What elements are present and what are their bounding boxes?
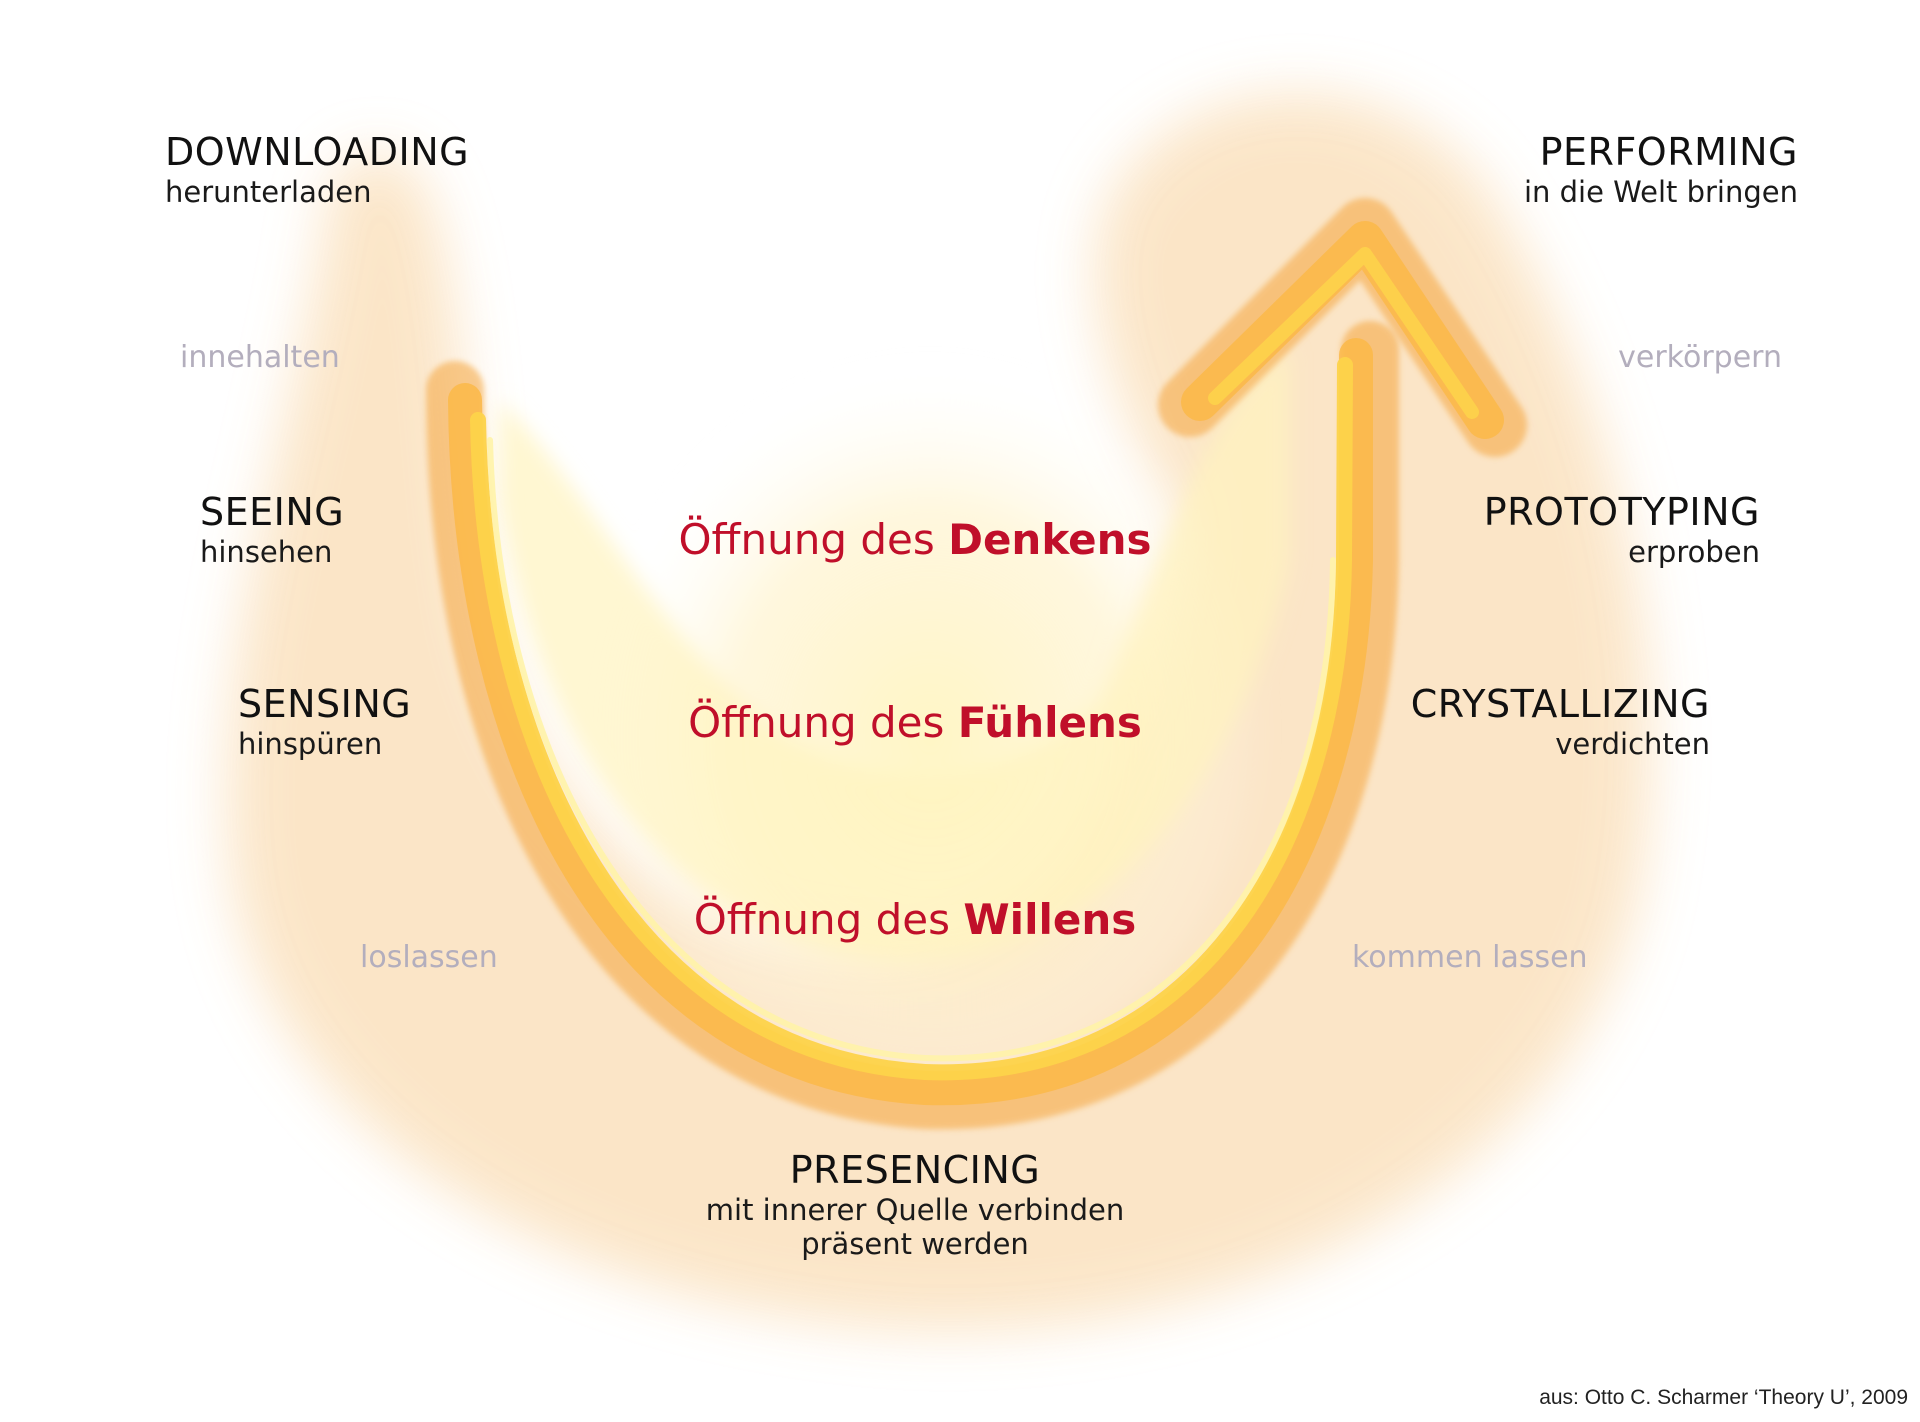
opening-prefix: Öffnung des <box>688 698 958 747</box>
opening-emphasis: Denkens <box>948 515 1152 564</box>
stage-seeing: SEEING hinsehen <box>200 490 344 569</box>
stage-sensing: SENSING hinspüren <box>238 682 411 761</box>
stage-downloading: DOWNLOADING herunterladen <box>165 130 469 209</box>
stage-crystallizing: CRYSTALLIZING verdichten <box>1411 682 1710 761</box>
stage-title: SENSING <box>238 682 412 726</box>
source-citation: aus: Otto C. Scharmer ‘Theory U’, 2009 <box>1539 1386 1908 1409</box>
stage-title: PROTOTYPING <box>1483 490 1760 534</box>
opening-prefix: Öffnung des <box>693 895 964 944</box>
stage-subtitle: hinsehen <box>200 534 333 569</box>
stage-presencing: PRESENCING mit innerer Quelle verbinden … <box>615 1148 1215 1261</box>
background-wash <box>227 93 1651 1331</box>
opening-wille: Öffnung des Willens <box>615 895 1215 944</box>
opening-emphasis: Willens <box>963 895 1137 944</box>
opening-denken: Öffnung des Denkens <box>615 515 1215 564</box>
stage-title: DOWNLOADING <box>165 130 470 174</box>
opening-fuehlen: Öffnung des Fühlens <box>615 698 1215 747</box>
transition-kommen-lassen: kommen lassen <box>1352 940 1588 975</box>
u-stroke <box>426 321 1399 1130</box>
stage-title: CRYSTALLIZING <box>1410 682 1710 726</box>
stage-subtitle-2: präsent werden <box>801 1227 1029 1262</box>
stage-subtitle: erproben <box>1628 534 1760 569</box>
transition-innehalten: innehalten <box>180 340 340 375</box>
stage-title: SEEING <box>200 490 345 534</box>
transition-verkoerpern: verkörpern <box>1618 340 1782 375</box>
opening-prefix: Öffnung des <box>678 515 949 564</box>
stage-title: PRESENCING <box>789 1148 1041 1192</box>
stage-performing: PERFORMING in die Welt bringen <box>1524 130 1798 209</box>
arrow-head <box>1158 198 1527 457</box>
stage-prototyping: PROTOTYPING erproben <box>1484 490 1760 569</box>
opening-emphasis: Fühlens <box>957 698 1142 747</box>
stage-subtitle: verdichten <box>1555 726 1710 761</box>
inner-glow <box>500 320 1290 1080</box>
stage-subtitle: mit innerer Quelle verbinden <box>705 1192 1125 1227</box>
stage-subtitle: herunterladen <box>165 174 372 209</box>
transition-loslassen: loslassen <box>360 940 498 975</box>
stage-subtitle: in die Welt bringen <box>1523 174 1798 209</box>
stage-title: PERFORMING <box>1539 130 1798 174</box>
stage-subtitle: hinspüren <box>238 726 383 761</box>
